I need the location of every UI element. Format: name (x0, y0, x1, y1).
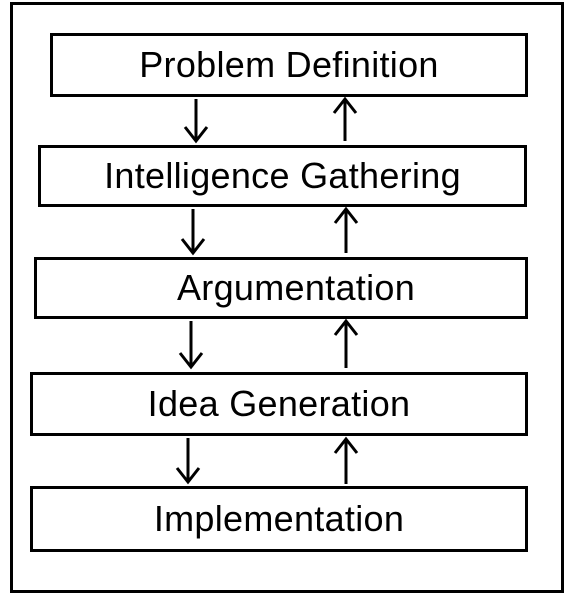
up-arrow-3 (333, 318, 359, 368)
down-arrow-1 (183, 99, 209, 144)
stage-label: Implementation (153, 498, 405, 539)
down-arrow-2 (180, 209, 206, 256)
stage-implementation: Implementation (30, 486, 528, 552)
stage-problem-definition: Problem Definition (50, 33, 528, 97)
stage-label: Problem Definition (139, 44, 439, 85)
stage-idea-generation: Idea Generation (30, 372, 528, 436)
down-arrow-4 (175, 438, 201, 485)
down-arrow-3 (178, 321, 204, 370)
stage-label: Intelligence Gathering (104, 155, 461, 196)
up-arrow-1 (332, 96, 358, 141)
stage-label: Argumentation (176, 267, 416, 308)
stage-argumentation: Argumentation (34, 257, 528, 319)
stage-intelligence-gathering: Intelligence Gathering (38, 145, 527, 207)
up-arrow-2 (333, 206, 359, 253)
up-arrow-4 (333, 436, 359, 484)
stage-label: Idea Generation (147, 383, 411, 424)
